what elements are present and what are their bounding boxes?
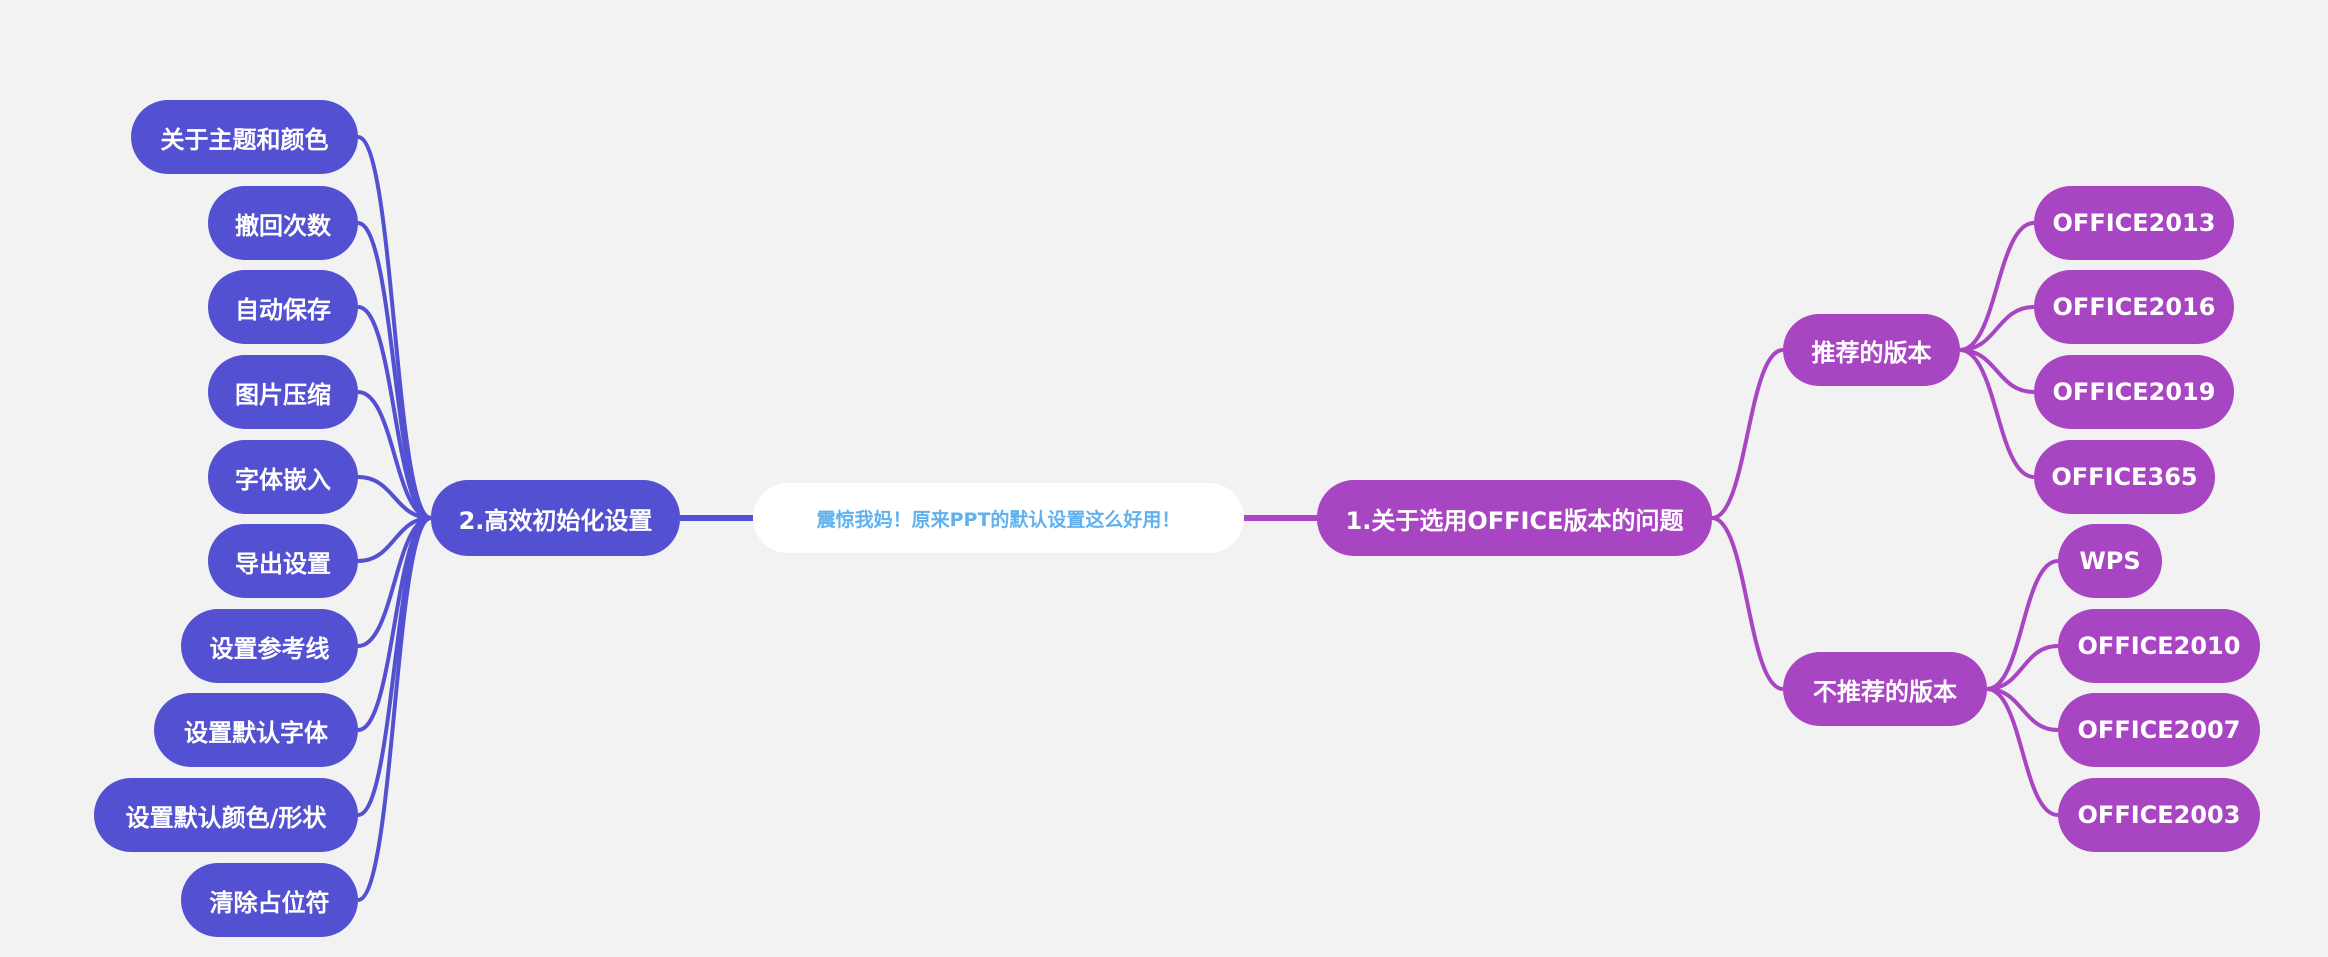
group-not-recommended[interactable]: 不推荐的版本 [1783, 652, 1987, 726]
connector-line [357, 516, 432, 902]
central-topic[interactable]: 震惊我妈！原来PPT的默认设置这么好用！ [753, 483, 1244, 553]
connector-line [357, 516, 432, 817]
leaf-label: OFFICE365 [2051, 463, 2198, 491]
leaf-label: OFFICE2016 [2052, 293, 2216, 321]
group-recommended[interactable]: 推荐的版本 [1783, 314, 1960, 386]
leaf-office2007[interactable]: OFFICE2007 [2058, 693, 2260, 767]
leaf-undo-count[interactable]: 撤回次数 [208, 186, 358, 260]
connector-line [1959, 305, 2035, 352]
connector-line [357, 390, 432, 520]
leaf-wps[interactable]: WPS [2058, 524, 2162, 598]
leaf-label: 自动保存 [235, 295, 331, 324]
leaf-theme-color[interactable]: 关于主题和颜色 [131, 100, 358, 174]
connector-line [357, 305, 432, 520]
leaf-clear-placeholders[interactable]: 清除占位符 [181, 863, 358, 937]
leaf-label: OFFICE2010 [2077, 632, 2241, 660]
leaf-label: OFFICE2003 [2077, 801, 2241, 829]
leaf-autosave[interactable]: 自动保存 [208, 270, 358, 344]
leaf-label: 字体嵌入 [235, 465, 331, 494]
group-label: 不推荐的版本 [1813, 677, 1957, 706]
leaf-guides[interactable]: 设置参考线 [181, 609, 358, 683]
connector-line [1986, 687, 2059, 817]
leaf-label: 关于主题和颜色 [160, 125, 329, 154]
leaf-export-settings[interactable]: 导出设置 [208, 524, 358, 598]
leaf-label: OFFICE2007 [2077, 716, 2241, 744]
leaf-label: 设置默认字体 [184, 718, 328, 747]
leaf-image-compression[interactable]: 图片压缩 [208, 355, 358, 429]
branch-label: 2.高效初始化设置 [458, 506, 653, 535]
branch-office-versions[interactable]: 1.关于选用OFFICE版本的问题 [1317, 480, 1712, 556]
leaf-label: 撤回次数 [235, 211, 331, 240]
leaf-label: WPS [2079, 547, 2141, 575]
connector-line [357, 516, 432, 563]
leaf-office2003[interactable]: OFFICE2003 [2058, 778, 2260, 852]
connector-line [1959, 221, 2035, 352]
leaf-label: 清除占位符 [209, 888, 330, 917]
connector-line [357, 221, 432, 520]
connector-line [1986, 644, 2059, 691]
connector-line [1986, 687, 2059, 732]
connector-line [357, 475, 432, 520]
leaf-label: OFFICE2013 [2052, 209, 2216, 237]
leaf-office365[interactable]: OFFICE365 [2034, 440, 2215, 514]
connector-line [1711, 348, 1784, 520]
leaf-default-color-shape[interactable]: 设置默认颜色/形状 [94, 778, 358, 852]
leaf-office2016[interactable]: OFFICE2016 [2034, 270, 2234, 344]
connector-line [1986, 559, 2059, 691]
leaf-label: 设置默认颜色/形状 [125, 803, 327, 832]
leaf-label: 设置参考线 [209, 634, 330, 663]
leaf-default-font[interactable]: 设置默认字体 [154, 693, 358, 767]
leaf-office2010[interactable]: OFFICE2010 [2058, 609, 2260, 683]
leaf-office2019[interactable]: OFFICE2019 [2034, 355, 2234, 429]
group-label: 推荐的版本 [1811, 338, 1932, 367]
central-topic-label: 震惊我妈！原来PPT的默认设置这么好用！ [816, 508, 1181, 531]
leaf-label: 图片压缩 [235, 380, 331, 409]
connector-line [1959, 348, 2035, 394]
branch-label: 1.关于选用OFFICE版本的问题 [1345, 506, 1684, 535]
connector-line [1711, 516, 1784, 691]
leaf-label: OFFICE2019 [2052, 378, 2216, 406]
connector-line [1959, 348, 2035, 479]
branch-initial-settings[interactable]: 2.高效初始化设置 [431, 480, 680, 556]
leaf-office2013[interactable]: OFFICE2013 [2034, 186, 2234, 260]
leaf-label: 导出设置 [235, 549, 331, 578]
leaf-font-embedding[interactable]: 字体嵌入 [208, 440, 358, 514]
